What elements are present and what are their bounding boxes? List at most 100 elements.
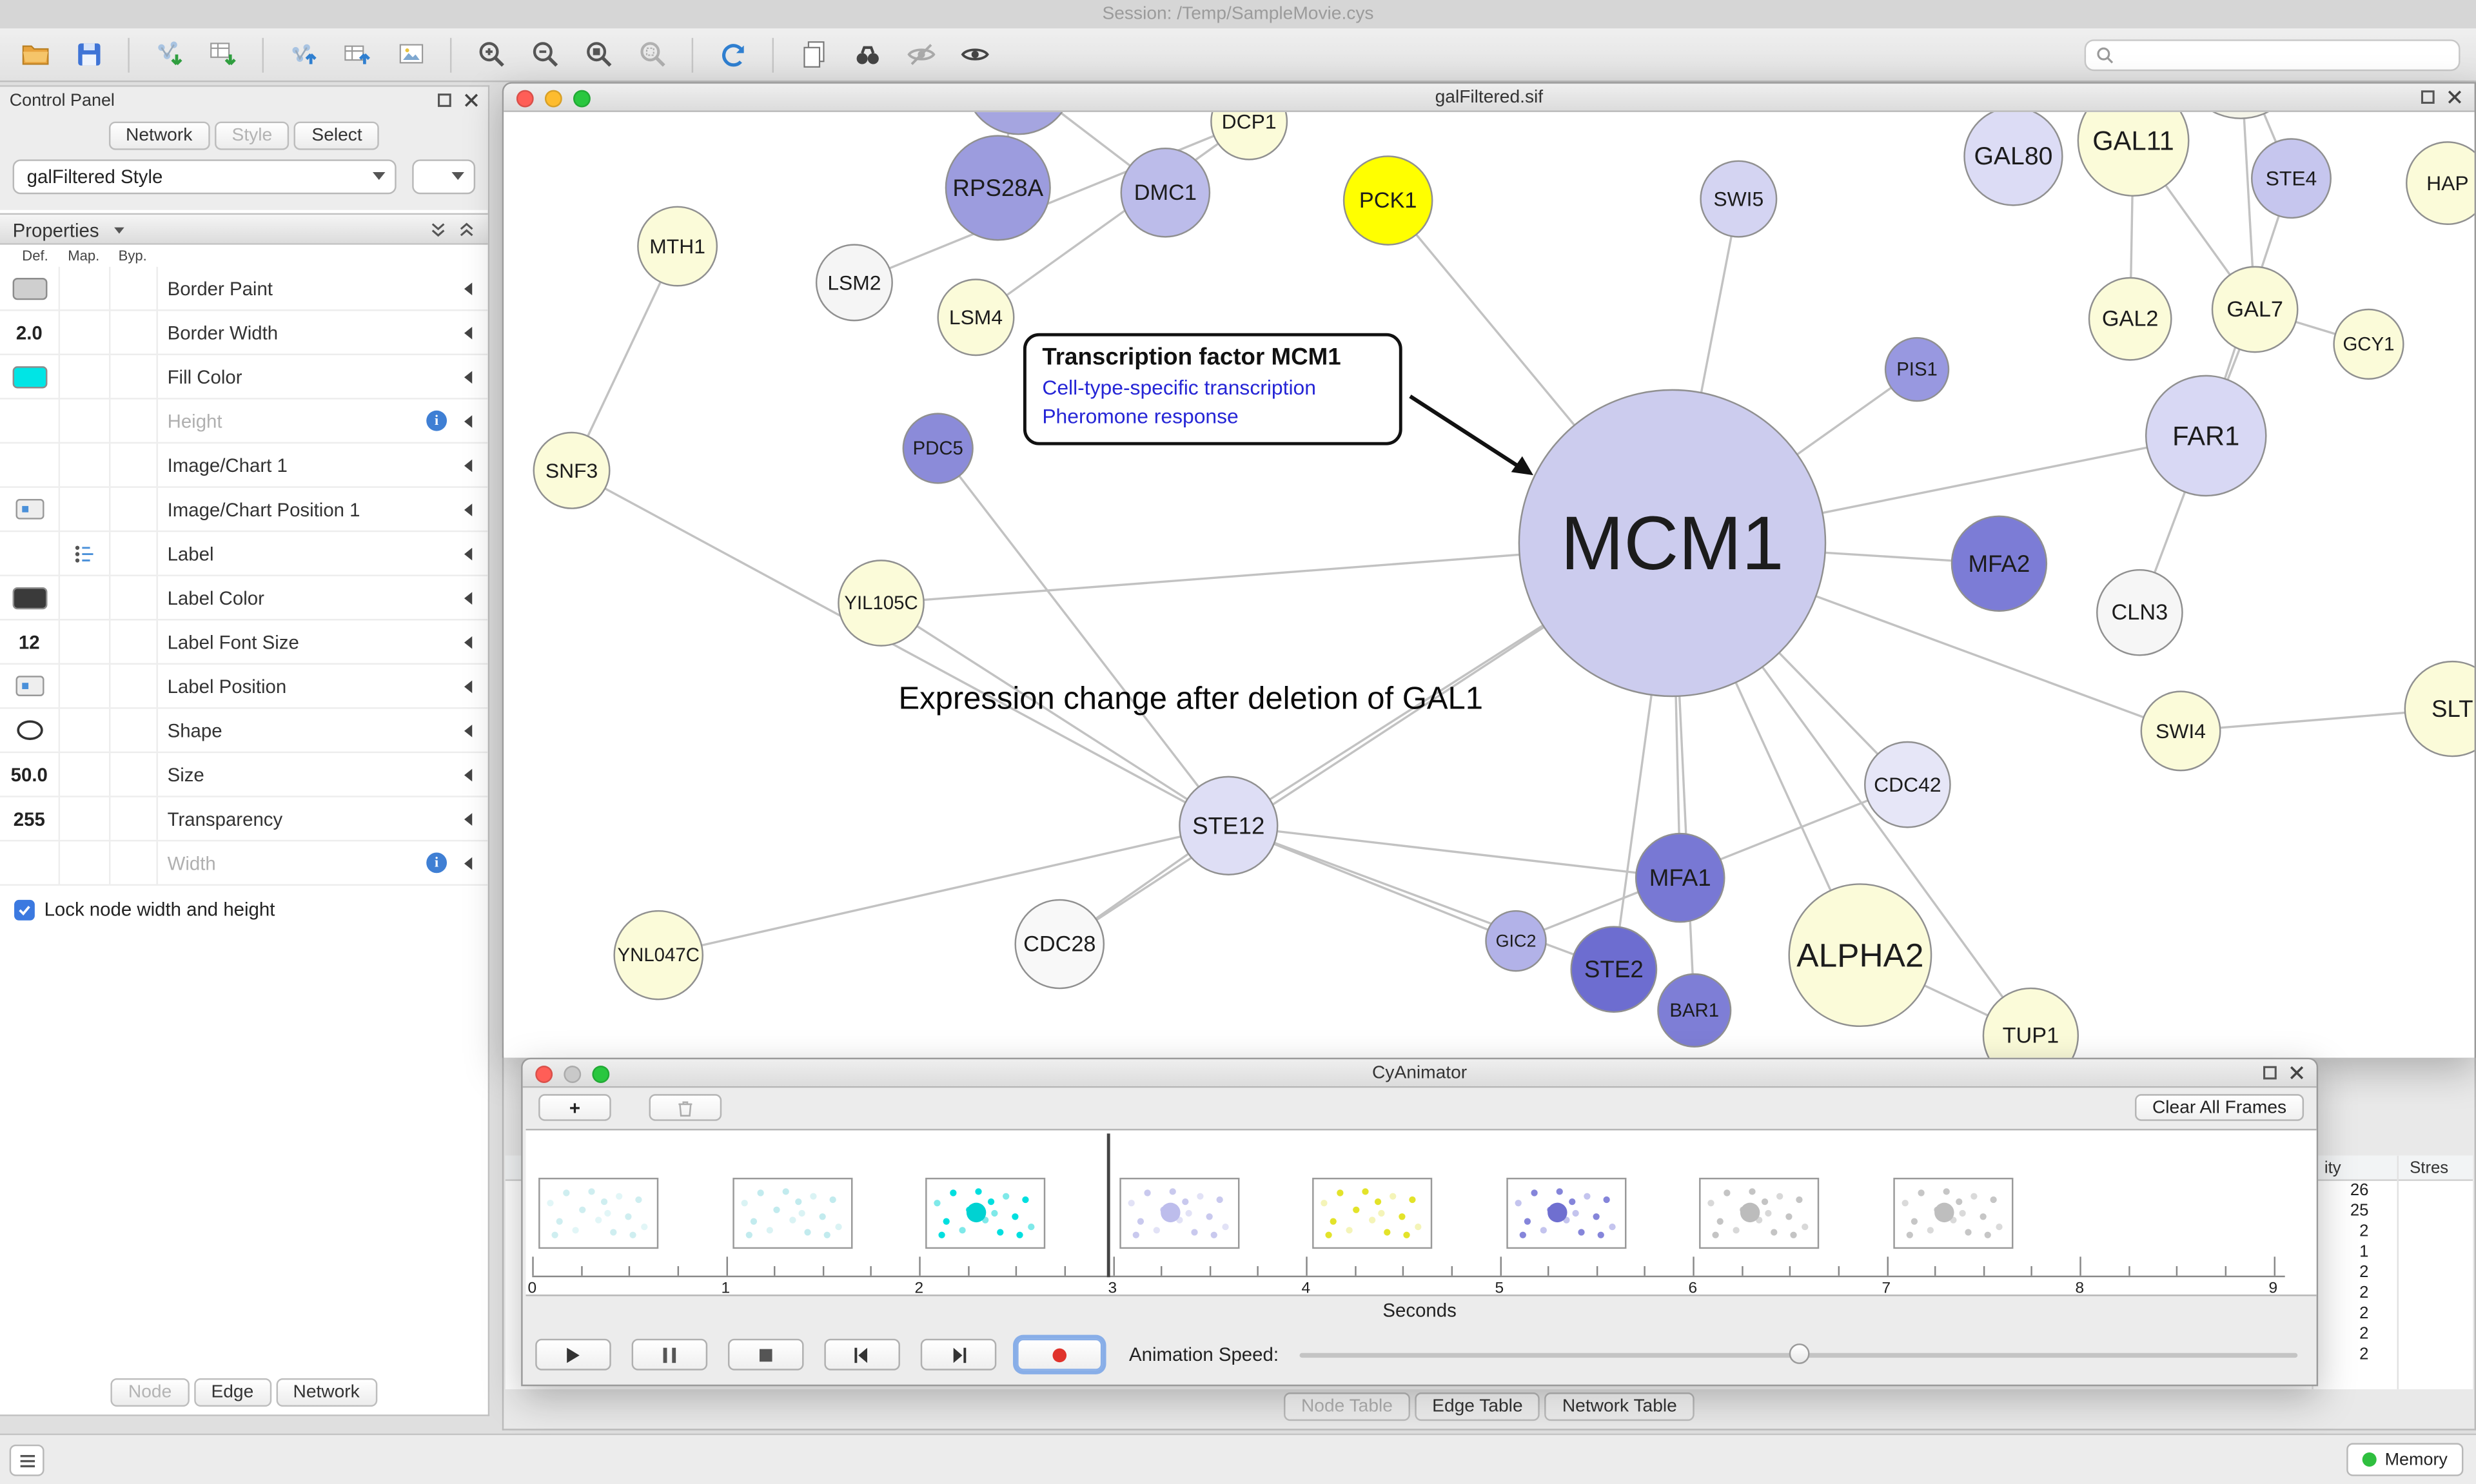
cyanimator-titlebar[interactable]: CyAnimator [522,1059,2317,1088]
network-node-hap[interactable] [2406,141,2475,225]
network-node-cln3[interactable] [2096,569,2183,656]
network-edge[interactable] [975,121,1250,318]
style-options-combo[interactable] [412,159,476,195]
next-frame-button[interactable] [920,1338,997,1371]
property-row-fill-color[interactable]: Fill Color [0,355,488,400]
export-table-button[interactable] [335,32,379,77]
frame-thumbnail-1[interactable] [732,1177,852,1249]
network-edge[interactable] [1228,825,1615,971]
zoom-light-icon[interactable] [573,90,591,108]
network-edge[interactable] [937,447,1230,826]
network-node-gal11[interactable] [2077,112,2190,197]
property-bypass-cell[interactable] [110,620,158,663]
network-node-mth1[interactable] [637,206,718,287]
property-bypass-cell[interactable] [110,708,158,752]
table-column-header[interactable]: Stres [2410,1158,2449,1178]
property-mapping-cell[interactable] [60,576,111,620]
refresh-button[interactable] [711,32,755,77]
property-bypass-cell[interactable] [110,576,158,620]
clear-all-frames-button[interactable]: Clear All Frames [2135,1094,2304,1121]
tab-node-table[interactable]: Node Table [1284,1392,1410,1421]
property-default-cell[interactable] [0,444,61,487]
network-edge[interactable] [571,469,1230,827]
property-mapping-cell[interactable] [60,841,111,884]
frame-thumbnail-4[interactable] [1312,1177,1433,1249]
network-node-bar1[interactable] [1657,973,1732,1048]
property-mapping-cell[interactable] [60,708,111,752]
property-mapping-cell[interactable] [60,487,111,531]
frame-thumbnail-3[interactable] [1119,1177,1239,1249]
table-row[interactable]: 1 [506,1242,2473,1263]
network-node-rps28a[interactable] [945,135,1051,241]
property-default-cell[interactable]: 50.0 [0,753,61,796]
property-row-label-color[interactable]: Label Color [0,576,488,621]
network-node-tup1[interactable] [1982,987,2079,1058]
previous-frame-button[interactable] [824,1338,900,1371]
expand-property-icon[interactable] [464,503,473,516]
frame-thumbnail-0[interactable] [538,1177,659,1249]
table-row[interactable]: 2 [506,1325,2473,1345]
table-row[interactable]: 25 [506,1202,2473,1222]
float-panel-icon[interactable] [437,93,451,107]
network-node-ste2[interactable] [1570,926,1658,1013]
network-edge[interactable] [1228,825,1680,879]
network-node-mfa2[interactable] [1950,515,2048,612]
table-row[interactable]: 2 [506,1263,2473,1284]
network-node-cdc28[interactable] [1014,899,1105,990]
record-button[interactable] [1017,1338,1103,1371]
export-image-button[interactable] [388,32,433,77]
table-row[interactable]: 2 [506,1222,2473,1243]
position-widget-icon[interactable] [0,487,61,531]
network-node-mfa1[interactable] [1635,832,1725,923]
show-all-button[interactable] [952,32,997,77]
zoom-light-icon[interactable] [592,1066,610,1084]
property-default-cell[interactable] [0,399,61,442]
property-mapping-cell[interactable] [60,266,111,310]
export-network-button[interactable] [281,32,326,77]
style-combo[interactable]: galFiltered Style [12,159,397,195]
expand-property-icon[interactable] [464,282,473,295]
info-icon[interactable]: i [426,410,447,431]
close-window-icon[interactable] [2448,90,2462,104]
tab-network-table[interactable]: Network Table [1544,1392,1695,1421]
close-light-icon[interactable] [535,1066,553,1084]
table-row[interactable]: 2 [506,1345,2473,1366]
property-row-image-chart-1[interactable]: Image/Chart 1 [0,444,488,488]
minimize-light-icon[interactable] [544,90,562,108]
network-node-far1[interactable] [2145,375,2267,497]
expand-property-icon[interactable] [464,680,473,694]
property-row-image-chart-position-1[interactable]: Image/Chart Position 1 [0,487,488,532]
network-node-alpha2[interactable] [1788,883,1932,1028]
stop-button[interactable] [727,1338,804,1371]
info-icon[interactable]: i [426,852,447,874]
network-node-swi5[interactable] [1700,160,1778,238]
property-bypass-cell[interactable] [110,266,158,310]
property-mapping-cell[interactable] [60,444,111,487]
property-default-cell[interactable]: 12 [0,620,61,663]
property-default-cell[interactable]: 2.0 [0,311,61,354]
play-button[interactable] [535,1338,611,1371]
property-default-cell[interactable]: 255 [0,797,61,840]
network-node-snf3[interactable] [533,431,611,509]
close-panel-icon[interactable] [464,93,478,107]
network-node-pck1[interactable] [1342,155,1433,246]
frame-thumbnail-6[interactable] [1699,1177,1820,1249]
network-node-gcy1[interactable] [2333,308,2404,380]
expand-property-icon[interactable] [464,725,473,737]
tab-network-style[interactable]: Network [275,1378,377,1407]
property-default-cell[interactable] [0,576,61,620]
network-edge[interactable] [880,602,1230,827]
expand-property-icon[interactable] [464,592,473,605]
add-frame-button[interactable]: + [538,1094,611,1121]
property-bypass-cell[interactable] [110,444,158,487]
network-node-dcp1[interactable] [1210,112,1288,161]
expand-property-icon[interactable] [464,636,473,649]
properties-header-bar[interactable]: Properties [0,213,488,245]
copy-view-button[interactable] [791,32,836,77]
tab-select[interactable]: Select [294,121,380,150]
